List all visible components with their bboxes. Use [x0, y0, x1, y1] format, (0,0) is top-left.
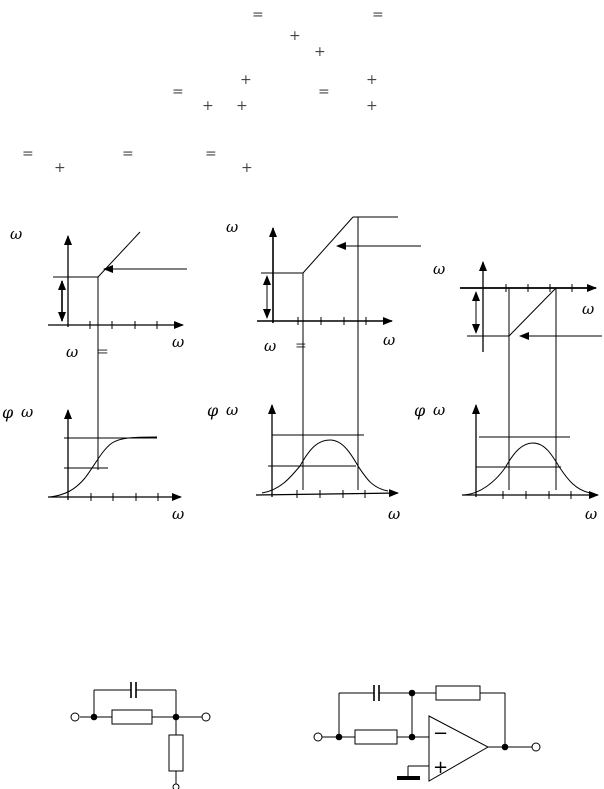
- graph3-omega-label: ω: [582, 300, 595, 318]
- amp-axis-omega-3: ω: [433, 260, 446, 278]
- formula-eq: =: [122, 146, 134, 162]
- freq-axis-omega-1: ω: [172, 333, 185, 351]
- formula-eq: =: [252, 7, 264, 23]
- cutoff-eq-2: =: [295, 338, 307, 354]
- graph2-amplitude: [257, 216, 421, 490]
- formula-eq: =: [372, 7, 384, 23]
- phase-freq-omega-3: ω: [585, 505, 598, 523]
- phase-axis-phi-3: φ: [414, 401, 426, 420]
- circuit-nodes: [70, 689, 541, 789]
- phase-axis-omega-3: ω: [433, 401, 446, 419]
- circuit-opamp-filter: [322, 685, 532, 782]
- amp-axis-omega-1: ω: [10, 225, 23, 243]
- circuit-passive-filter: [80, 682, 202, 786]
- formula-eq: =: [205, 146, 217, 162]
- freq-axis-omega-2: ω: [383, 331, 396, 349]
- graph3-phase: [462, 404, 599, 499]
- cutoff-omega-1: ω: [66, 343, 79, 361]
- formula-eq: =: [318, 84, 330, 100]
- opamp-noninverting-symbol: +: [433, 757, 448, 778]
- phase-freq-omega-1: ω: [172, 505, 185, 523]
- phase-freq-omega-2: ω: [388, 505, 401, 523]
- graph1-phase: [48, 409, 182, 501]
- formula-plus: +: [54, 160, 66, 176]
- formula-plus: +: [366, 72, 378, 88]
- phase-axis-phi-2: φ: [207, 401, 219, 420]
- formula-plus: +: [366, 98, 378, 114]
- opamp-inverting-symbol: −: [433, 723, 448, 744]
- cutoff-eq-1: =: [97, 344, 109, 360]
- phase-axis-omega-1: ω: [21, 403, 34, 421]
- formula-eq: =: [22, 146, 34, 162]
- formula-plus: +: [202, 98, 214, 114]
- graph3-amplitude: [460, 261, 602, 490]
- formula-plus: +: [314, 44, 326, 60]
- graph2-phase: [255, 404, 399, 498]
- phase-axis-phi-1: φ: [2, 403, 14, 422]
- cutoff-omega-2: ω: [264, 337, 277, 355]
- formula-plus: +: [241, 160, 253, 176]
- amp-axis-omega-2: ω: [226, 218, 239, 236]
- formula-eq: =: [172, 84, 184, 100]
- phase-axis-omega-2: ω: [226, 401, 239, 419]
- formula-plus: +: [236, 98, 248, 114]
- formula-plus: +: [289, 28, 301, 44]
- graph1-amplitude: [48, 231, 187, 470]
- formula-plus: +: [240, 72, 252, 88]
